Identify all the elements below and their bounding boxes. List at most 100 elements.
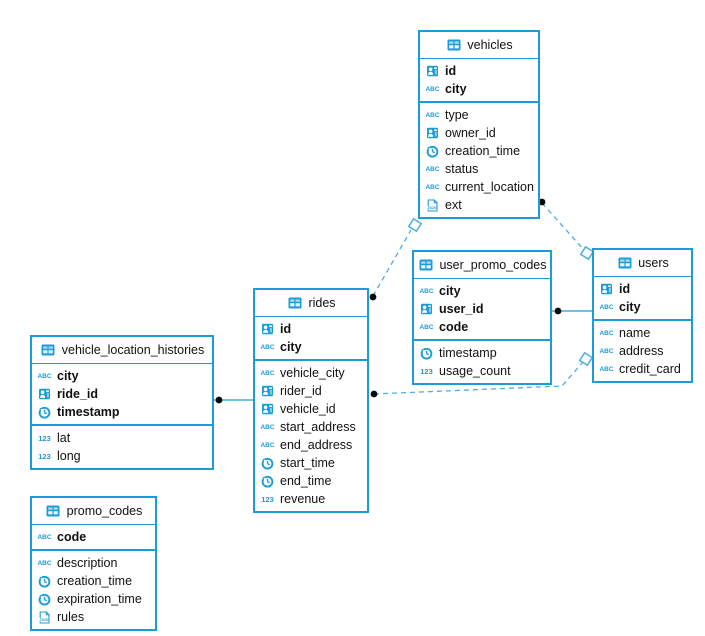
abc-type-glyph: ABC: [260, 441, 275, 449]
fk-endpoint-dot: [369, 293, 377, 301]
table-header-user_promo_codes[interactable]: user_promo_codes: [414, 252, 550, 279]
table-header-rides[interactable]: rides: [255, 290, 367, 317]
abc-type-glyph: ABC: [599, 303, 614, 311]
column-name: current_location: [445, 180, 534, 194]
column-name: vehicle_id: [280, 402, 336, 416]
table-header-users[interactable]: users: [594, 250, 691, 277]
column-row-end_time[interactable]: end_time: [255, 472, 367, 490]
abc-type-icon: ABC: [259, 438, 276, 452]
column-name: city: [619, 300, 641, 314]
column-name: city: [439, 284, 461, 298]
fk-endpoint-dot: [215, 396, 223, 404]
column-name: status: [445, 162, 479, 176]
id-card-icon: [418, 302, 435, 316]
table-header-vehicles[interactable]: vehicles: [420, 32, 538, 59]
abc-type-icon: ABC: [418, 320, 435, 334]
relation-vehicles-to-users[interactable]: [541, 202, 585, 251]
abc-type-glyph: ABC: [425, 183, 440, 191]
column-name: id: [619, 282, 631, 296]
column-row-expiration_time[interactable]: expiration_time: [32, 590, 155, 608]
123-type-icon: 123: [418, 364, 435, 378]
column-name: description: [57, 556, 118, 570]
123-type-glyph: 123: [420, 366, 433, 376]
clock-icon: [36, 574, 53, 588]
abc-type-icon: ABC: [259, 340, 276, 354]
table-title: promo_codes: [66, 504, 143, 518]
column-row-ride_id[interactable]: ride_id: [32, 385, 212, 403]
id-card-icon: [259, 384, 276, 398]
column-row-creation_time[interactable]: creation_time: [420, 142, 538, 160]
svg-text:JSON: JSON: [40, 618, 50, 622]
column-name: credit_card: [619, 362, 681, 376]
column-row-start_time[interactable]: start_time: [255, 454, 367, 472]
abc-type-icon: ABC: [36, 369, 53, 383]
column-name: id: [445, 64, 457, 78]
column-name: code: [439, 320, 469, 334]
table-icon: [45, 504, 62, 518]
123-type-glyph: 123: [38, 451, 51, 461]
table-header-promo_codes[interactable]: promo_codes: [32, 498, 155, 525]
column-name: rules: [57, 610, 85, 624]
column-row-city[interactable]: ABC city: [414, 282, 550, 300]
column-row-rules[interactable]: JSON rules: [32, 608, 155, 626]
column-row-city[interactable]: ABC city: [594, 298, 691, 316]
relation-rides-to-users[interactable]: [373, 361, 584, 395]
column-row-code[interactable]: ABC code: [414, 318, 550, 336]
abc-type-glyph: ABC: [419, 287, 434, 295]
table-header-vehicle_location_histories[interactable]: vehicle_location_histories: [32, 337, 212, 364]
column-row-rider_id[interactable]: rider_id: [255, 382, 367, 400]
column-row-current_location[interactable]: ABC current_location: [420, 178, 538, 196]
table-title: user_promo_codes: [439, 258, 547, 272]
column-row-id[interactable]: id: [594, 280, 691, 298]
column-row-id[interactable]: id: [420, 62, 538, 80]
table-icon: [616, 256, 633, 270]
clock-icon: [36, 405, 53, 419]
relation-rides-to-vehicles[interactable]: [372, 229, 412, 297]
pk-endpoint-diamond: [579, 245, 595, 261]
column-row-owner_id[interactable]: owner_id: [420, 124, 538, 142]
column-row-creation_time[interactable]: creation_time: [32, 572, 155, 590]
id-card-icon: [259, 322, 276, 336]
column-row-vehicle_id[interactable]: vehicle_id: [255, 400, 367, 418]
abc-type-icon: ABC: [36, 530, 53, 544]
123-type-glyph: 123: [261, 494, 274, 504]
table-icon: [40, 343, 57, 357]
column-row-timestamp[interactable]: timestamp: [414, 344, 550, 362]
table-title: vehicles: [467, 38, 513, 52]
abc-type-glyph: ABC: [425, 111, 440, 119]
column-row-id[interactable]: id: [255, 320, 367, 338]
column-name: expiration_time: [57, 592, 142, 606]
abc-type-icon: ABC: [424, 82, 441, 96]
123-type-icon: 123: [259, 492, 276, 506]
column-row-user_id[interactable]: user_id: [414, 300, 550, 318]
column-row-timestamp[interactable]: timestamp: [32, 403, 212, 421]
abc-type-glyph: ABC: [425, 85, 440, 93]
